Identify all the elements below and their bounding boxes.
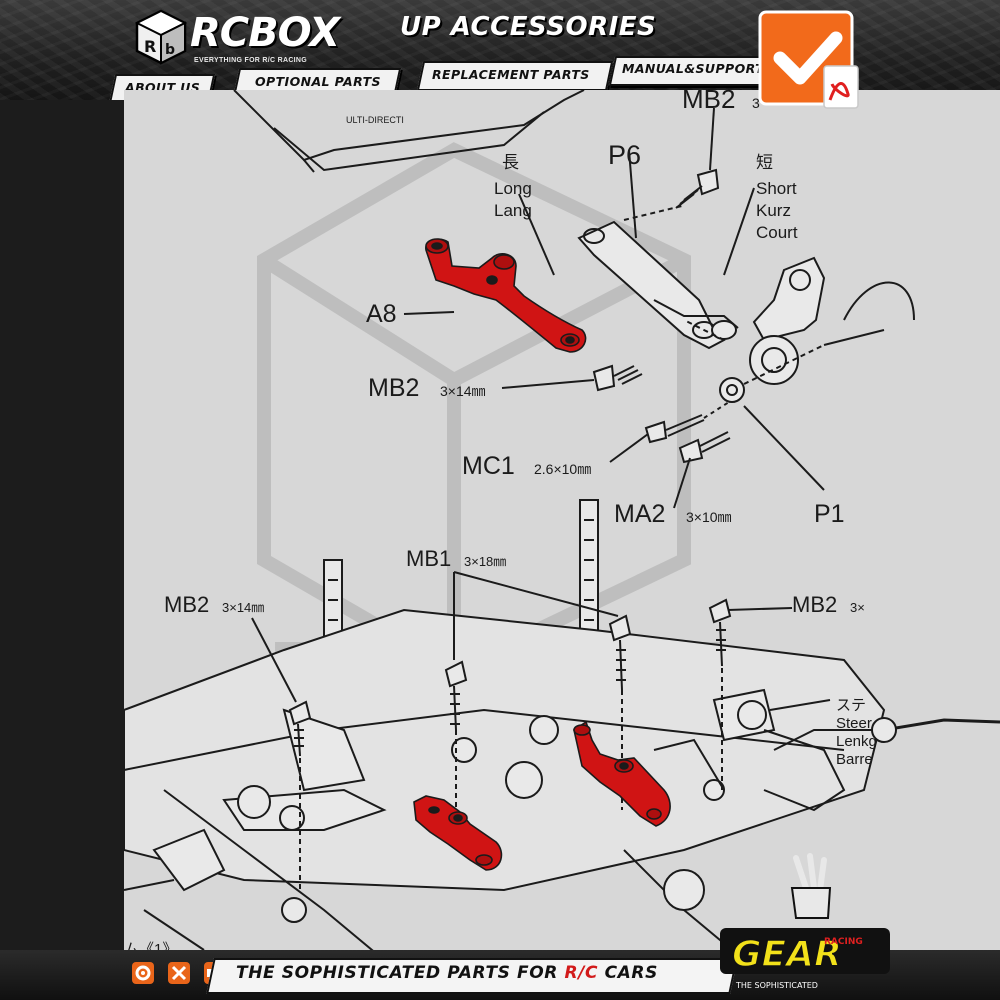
label-mc1-size: 2.6×10㎜ <box>534 461 591 477</box>
assembly-diagram: RCBOX ULTI-DIRECTI <box>124 90 1000 960</box>
lower-assembly <box>124 499 1000 960</box>
diagram-canvas: RCBOX ULTI-DIRECTI <box>124 90 1000 960</box>
label-mb2-left-size: 3×14㎜ <box>222 600 264 615</box>
screw-mb2-right <box>708 598 732 790</box>
label-steer-en: Steer <box>836 715 872 732</box>
svg-text:ULTI-DIRECTI: ULTI-DIRECTI <box>346 115 404 125</box>
label-mb2-mid: MB2 <box>368 374 419 402</box>
footer-tagline-highlight: R/C <box>564 963 599 983</box>
label-mb2-top-size: 3 <box>752 95 760 111</box>
nav-item-optional-parts[interactable]: OPTIONAL PARTS <box>255 74 381 89</box>
brand-logo-subtext: RACING <box>824 937 863 947</box>
label-mb2-mid-size: 3×14㎜ <box>440 383 486 399</box>
upper-assembly: ULTI-DIRECTI <box>233 90 915 509</box>
label-mb2-left: MB2 <box>164 592 209 617</box>
label-mb1: MB1 <box>406 546 451 571</box>
label-mb2-right: MB2 <box>792 592 837 617</box>
tools-icon <box>168 962 190 984</box>
logo-wordmark: RCBOX <box>190 10 340 56</box>
rcbox-logo[interactable]: R b RCBOX EVERYTHING FOR R/C RACING <box>132 6 342 72</box>
label-mc1: MC1 <box>462 452 515 480</box>
page-title: UP ACCESSORIES <box>400 12 657 42</box>
main-nav: ABOUT US OPTIONAL PARTS REPLACEMENT PART… <box>0 56 800 100</box>
footer-tagline-post: CARS <box>598 963 658 983</box>
label-steer-jp: ステ <box>836 697 866 714</box>
footer-tagline-pre: THE SOPHISTICATED PARTS FOR <box>236 963 565 983</box>
svg-text:R: R <box>144 37 156 56</box>
label-mb2-right-size: 3× <box>850 600 865 615</box>
part-lower-left-highlight <box>413 795 503 871</box>
label-steer-de: Lenkg <box>836 733 877 750</box>
label-mb2-top: MB2 <box>682 90 735 114</box>
gear-icon <box>132 962 154 984</box>
label-short-de: Kurz <box>756 201 791 220</box>
label-ma2-size: 3×10㎜ <box>686 509 732 525</box>
diagram-labels: MB2 3 P6 長 Long Lang 短 Short Kurz Court … <box>124 90 877 958</box>
brand-logo-tagline: THE SOPHISTICATED <box>735 981 818 990</box>
label-a8: A8 <box>366 300 397 328</box>
label-long-de: Lang <box>494 201 532 220</box>
part-a8-highlight <box>425 238 587 353</box>
nav-item-replacement-parts[interactable]: REPLACEMENT PARTS <box>432 67 590 82</box>
logo-tagline: EVERYTHING FOR R/C RACING <box>194 57 308 64</box>
label-p6: P6 <box>608 140 641 170</box>
label-long-en: Long <box>494 179 532 198</box>
checkmark-pdf-icon[interactable] <box>758 8 870 112</box>
label-short-jp: 短 <box>756 153 773 172</box>
label-ma2: MA2 <box>614 500 665 528</box>
part-lower-right-highlight <box>573 720 671 827</box>
brand-logo-text: GEAR <box>732 934 842 975</box>
screw-mb1-center <box>444 660 468 810</box>
label-steer-fr: Barre <box>836 751 873 768</box>
label-mb1-size: 3×18㎜ <box>464 554 506 569</box>
svg-text:b: b <box>165 42 175 58</box>
label-short-fr: Court <box>756 223 798 242</box>
logo-cube-icon: R b <box>134 9 188 65</box>
nav-item-manual-support[interactable]: MANUAL&SUPPORT <box>622 61 764 76</box>
footer-tagline: THE SOPHISTICATED PARTS FOR R/C CARS <box>236 963 658 983</box>
gear-racing-logo[interactable]: GEAR RACING THE SOPHISTICATED <box>706 848 896 998</box>
label-p1: P1 <box>814 500 845 528</box>
label-short-en: Short <box>756 179 797 198</box>
label-long-jp: 長 <box>502 153 519 172</box>
screw-mb2-left <box>288 700 312 890</box>
